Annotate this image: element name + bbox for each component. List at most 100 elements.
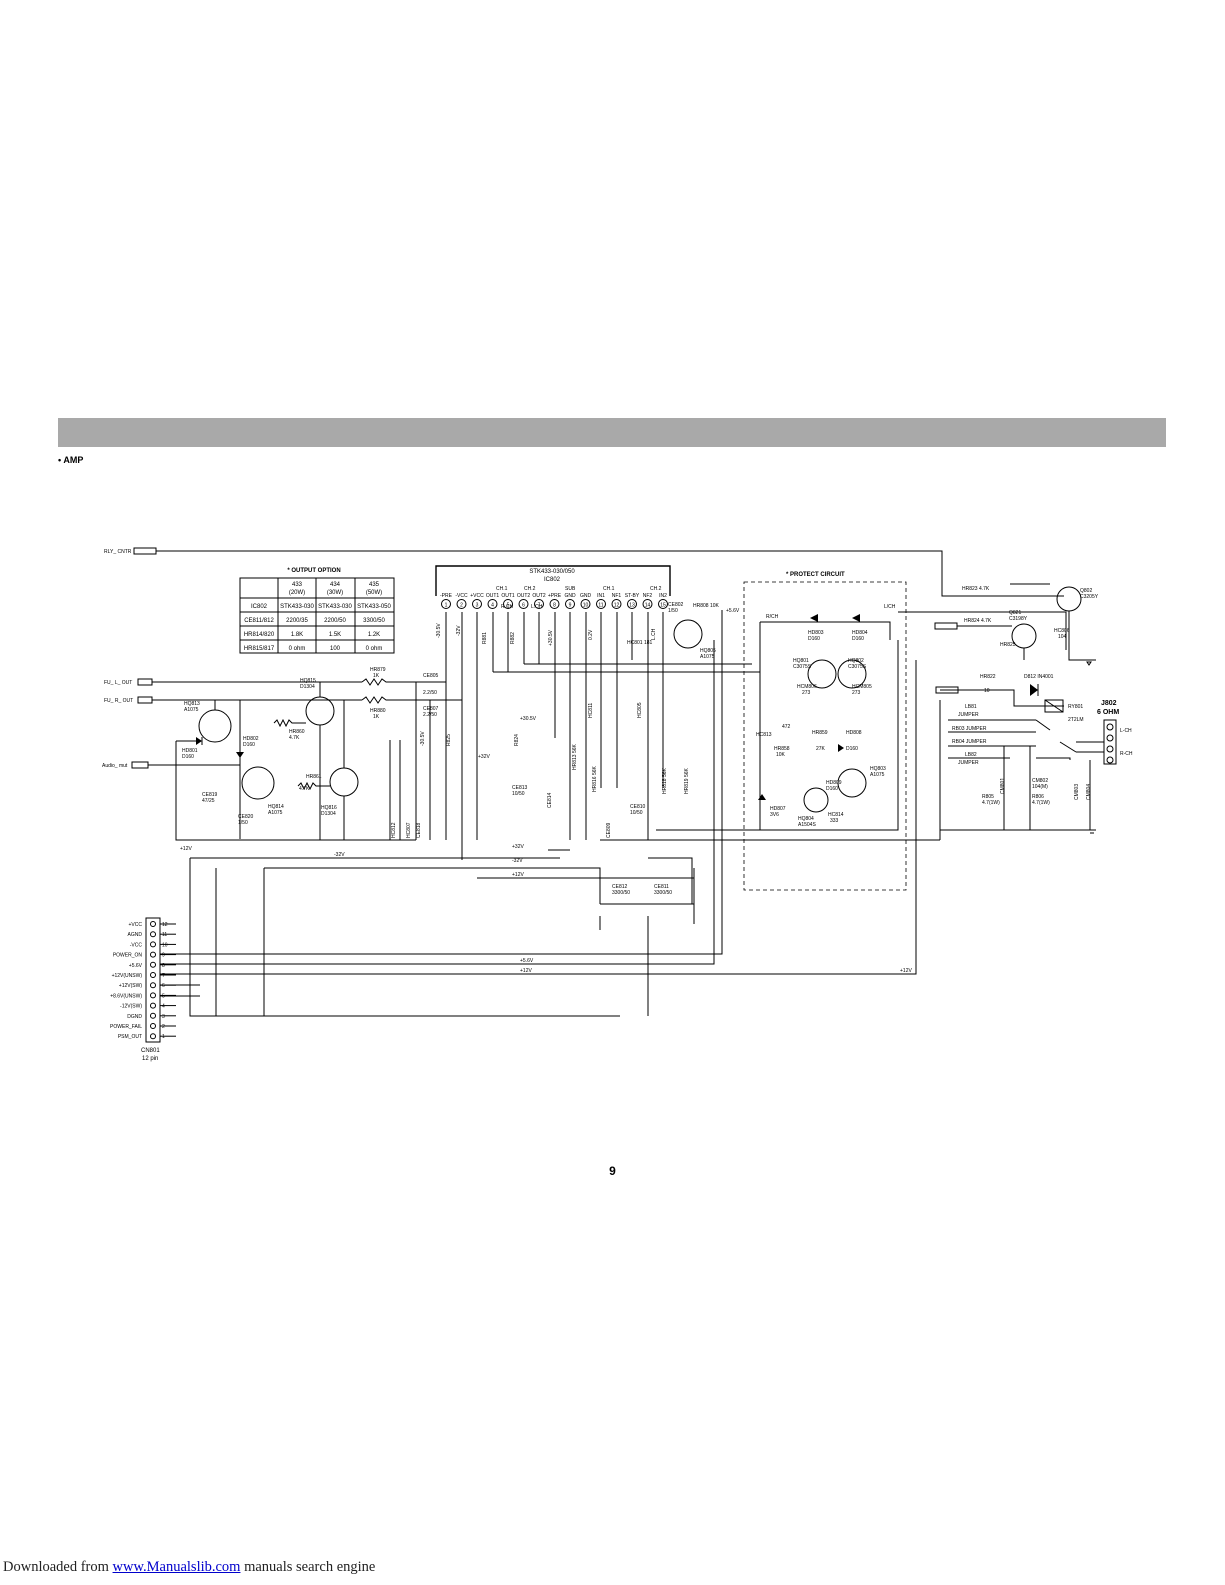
svg-text:R-CH: R-CH: [1120, 751, 1133, 757]
output-option-table: * OUTPUT OPTION 433(20W)434(30W)435(50W)…: [239, 568, 395, 654]
ic802-part: STK433-030/050: [529, 569, 575, 575]
svg-text:R.CH: R.CH: [501, 604, 514, 610]
svg-text:0.2V: 0.2V: [588, 629, 594, 640]
svg-text:CM801: CM801: [1000, 778, 1006, 794]
svg-text:273: 273: [802, 690, 811, 696]
ic-pin: [627, 599, 637, 609]
svg-text:HQ816: HQ816: [321, 805, 337, 811]
svg-text:D812 IN4001: D812 IN4001: [1024, 674, 1054, 680]
ic-pin-name: -VCC: [455, 593, 468, 599]
svg-text:D160: D160: [808, 636, 820, 642]
svg-text:HD809: HD809: [826, 780, 842, 786]
connector-pin: [150, 961, 156, 968]
ic-pin: [472, 599, 482, 609]
svg-text:HR860: HR860: [289, 729, 305, 735]
connector-pin: [150, 931, 156, 938]
ic-pin-number: 15: [660, 603, 666, 609]
ic-pin-number: 11: [598, 603, 603, 609]
svg-text:4.7(1W): 4.7(1W): [982, 800, 1000, 806]
ic-pin-name: OUT2: [517, 593, 531, 599]
connector-pin-number: 12: [162, 922, 168, 928]
rly-cntr-net: RLY_ CNTR: [104, 547, 1064, 597]
svg-text:HR816 56K: HR816 56K: [592, 765, 598, 792]
connector-pin-label: -VCC: [130, 942, 143, 948]
connector-pin-label: +5.6V: [129, 963, 143, 969]
connector-pin: [150, 1023, 156, 1029]
ic-pin-number: 13: [629, 603, 635, 609]
table-cell: 100: [330, 646, 341, 652]
table-header-cell: (20W): [289, 590, 305, 596]
svg-text:+30.5V: +30.5V: [548, 629, 554, 646]
svg-text:HR822: HR822: [980, 674, 996, 680]
table-header-cell: 433: [292, 582, 303, 588]
speaker-j802: J802 6 OHM L-CH R-CH: [1076, 700, 1133, 765]
table-cell: CE811/812: [244, 618, 274, 624]
cn801-bus-labels: +5.6V +12V +12V: [520, 958, 912, 974]
svg-text:10/50: 10/50: [630, 810, 643, 816]
connector-pin-label: AGND: [128, 932, 143, 938]
svg-text:HC811: HC811: [588, 703, 594, 718]
connector-pin: [150, 1012, 156, 1019]
connector-pin-label: +12V(SW): [119, 983, 143, 989]
connector-pin-number: 11: [162, 932, 167, 938]
svg-text:D160: D160: [846, 746, 858, 752]
connector-pin-number: 3: [162, 1014, 165, 1020]
connector-pin-number: 6: [162, 983, 165, 989]
connector-pin-label: POWER_FAIL: [110, 1024, 142, 1030]
manualslib-link[interactable]: www.Manualslib.com: [112, 1559, 241, 1575]
svg-text:HD807: HD807: [770, 806, 786, 812]
table-cell: STK433-050: [357, 604, 391, 610]
svg-text:C3205Y: C3205Y: [1080, 594, 1099, 600]
svg-text:10/50: 10/50: [512, 791, 525, 797]
svg-text:HR813 56K: HR813 56K: [572, 743, 578, 770]
svg-text:4.7K: 4.7K: [289, 735, 300, 741]
svg-text:HD808: HD808: [846, 730, 862, 736]
svg-text:HC805: HC805: [637, 702, 643, 718]
svg-text:HC814: HC814: [828, 812, 844, 818]
svg-text:CE820: CE820: [238, 814, 254, 820]
svg-text:CH.1: CH.1: [603, 586, 615, 592]
svg-text:CH.2: CH.2: [650, 586, 662, 592]
svg-text:104: 104: [1058, 634, 1067, 640]
svg-text:CE807: CE807: [423, 706, 439, 712]
table-cell: IC802: [251, 604, 268, 610]
svg-text:HQ804: HQ804: [798, 816, 814, 822]
ic-pin: [565, 599, 575, 609]
svg-text:HR824 4.7K: HR824 4.7K: [964, 618, 992, 624]
svg-text:HD802: HD802: [243, 736, 259, 742]
svg-text:HR861: HR861: [306, 774, 322, 780]
svg-text:A1075: A1075: [268, 810, 283, 816]
svg-text:2.2/50: 2.2/50: [423, 690, 437, 696]
cn801-desc: 12 pin: [142, 1056, 158, 1062]
protect-circuit-title: * PROTECT CIRCUIT: [786, 572, 845, 578]
ic-region-labels: -30.5V -32V R881 R882 R.CH L.CH +30.5V 0…: [391, 602, 740, 838]
svg-text:104(M): 104(M): [1032, 784, 1048, 790]
ic-pin: [456, 599, 467, 609]
svg-text:-32V: -32V: [512, 858, 523, 864]
ic-pin-number: 6: [522, 603, 525, 609]
connector-pin-label: +8.6V(UNSW): [110, 993, 142, 999]
table-cell: 2200/50: [324, 618, 346, 624]
svg-text:273: 273: [852, 690, 861, 696]
svg-text:R881: R881: [482, 632, 488, 644]
cn801-routing: [160, 610, 917, 997]
fu-r-out-label: FU_ R_ OUT: [104, 698, 133, 704]
ic-pin-number: 9: [569, 603, 572, 609]
svg-text:CE810: CE810: [630, 804, 646, 810]
svg-text:HR819 56K: HR819 56K: [684, 767, 690, 794]
connector-pin-number: 8: [162, 963, 165, 969]
svg-text:HQ813: HQ813: [184, 701, 200, 707]
svg-text:1K: 1K: [373, 673, 380, 679]
connector-pin-number: 2: [162, 1024, 165, 1030]
svg-text:JUMPER: JUMPER: [958, 712, 979, 718]
connector-pin: [150, 951, 156, 958]
svg-text:CM802: CM802: [1032, 778, 1048, 784]
svg-text:D1304: D1304: [300, 684, 315, 690]
cn801-ref: CN801: [141, 1048, 160, 1054]
svg-text:3300/50: 3300/50: [612, 890, 630, 896]
